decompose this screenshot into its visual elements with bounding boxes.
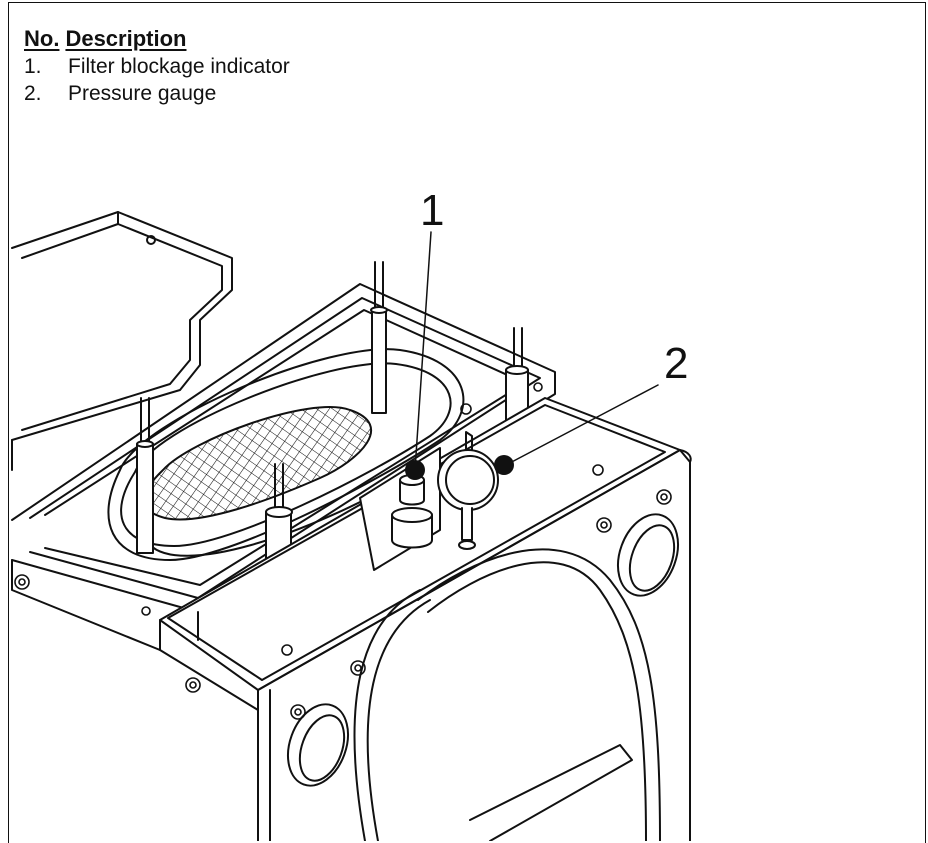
- legend-header-description: Description: [65, 26, 187, 51]
- diagram-frame: [8, 2, 926, 843]
- callout-label: 1: [420, 186, 444, 235]
- housing-body: [11, 397, 692, 841]
- callout-label: 2: [664, 339, 688, 388]
- legend-item-description: Pressure gauge: [68, 82, 217, 105]
- legend-item: 1. Filter blockage indicator: [24, 55, 290, 79]
- legend-item: 2. Pressure gauge: [24, 82, 290, 106]
- bolts: [14, 382, 672, 720]
- legend-header: No. Description: [24, 26, 290, 52]
- side-ports: [287, 513, 679, 787]
- legend-item-number: 2.: [24, 82, 42, 105]
- callout-2: [494, 384, 659, 475]
- legend-header-no: No.: [24, 26, 60, 51]
- callout-1: [405, 231, 432, 480]
- legend-item-description: Filter blockage indicator: [68, 55, 290, 78]
- legend-table: No. Description 1. Filter blockage indic…: [24, 26, 290, 106]
- pressure-gauge: [437, 431, 499, 550]
- callout-dot: [405, 460, 425, 480]
- open-lid: [11, 211, 233, 471]
- legend-item-number: 1.: [24, 55, 42, 78]
- callout-dot: [494, 455, 514, 475]
